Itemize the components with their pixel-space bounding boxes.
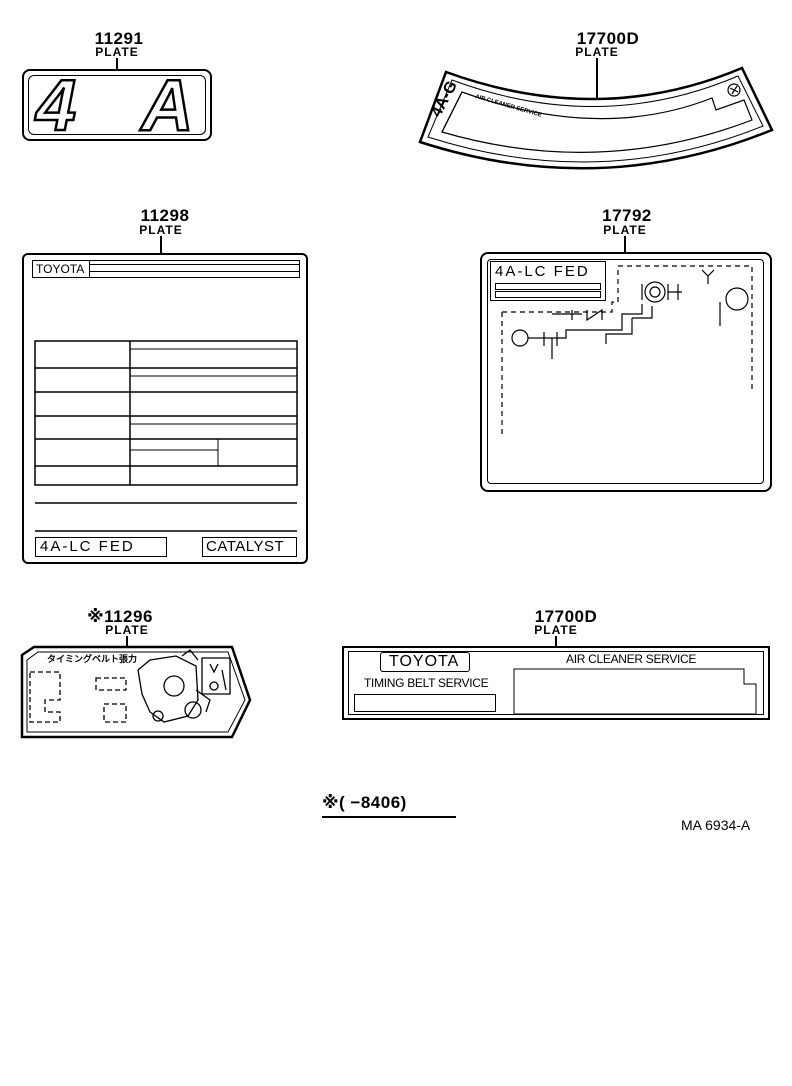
plate-17792: 4A-LC FED [480,252,772,492]
part-number-11296: ※11296 [87,607,153,626]
air-cleaner-service-label: AIR CLEANER SERVICE [566,652,697,666]
air-cleaner-service-field [513,668,757,715]
part-label-17700d-curved: PLATE [575,45,619,59]
plate-11298-engine-code: 4A-LC FED [40,538,135,555]
part-number-17700d-curved: 17700D [576,29,640,48]
footnote-underline [322,816,456,818]
leader-line-11291 [116,58,118,70]
header-divider [89,261,90,277]
timing-belt-service-label: TIMING BELT SERVICE [364,676,489,690]
plate-11298: TOYOTA 4A-LC FED CATALYST [22,253,308,564]
plate-11298-spec-table [34,340,298,532]
header-rule-top [90,264,299,265]
part-label-17700d-flat: PLATE [534,623,578,637]
part-number-17700d-flat: 17700D [534,607,598,626]
plate-17792-title-box: 4A-LC FED [490,261,606,301]
part-number-17792: 17792 [602,206,652,225]
plate-11298-catalyst-box: CATALYST [202,537,297,557]
timing-belt-service-field [354,694,496,712]
plate-17792-engine-code: 4A-LC FED [495,263,590,280]
plate-11298-engine-box: 4A-LC FED [35,537,167,557]
engine-badge-4a: 4 A [35,65,218,148]
leader-line-11296 [126,636,128,647]
part-label-17792: PLATE [603,223,647,237]
part-label-11298: PLATE [139,223,183,237]
drawing-reference-number: MA 6934-A [681,817,751,833]
leader-line-17700d-curved [596,58,598,106]
plate-11298-brand: TOYOTA [36,262,85,276]
leader-line-11298 [160,236,162,254]
part-number-11291: 11291 [94,29,144,48]
plate-17700d-flat: TOYOTA TIMING BELT SERVICE AIR CLEANER S… [342,646,770,720]
plate-17700d-flat-brand-box: TOYOTA [380,652,470,672]
plate-11298-catalyst-text: CATALYST [206,538,285,555]
leader-line-17792 [624,236,626,253]
plate-17700d-flat-brand: TOYOTA [389,653,460,670]
plate-17792-inner-border [487,259,764,484]
footnote-serial-range: ※( −8406) [322,793,407,812]
part-label-11296: PLATE [105,623,149,637]
plate-11291: 4 A [22,65,212,147]
title-bar-lower [495,291,601,298]
header-rule-bottom [90,271,299,272]
part-number-11298: 11298 [140,206,190,225]
part-label-11291: PLATE [95,45,139,59]
leader-line-17700d-flat [555,636,557,647]
title-bar-upper [495,283,601,290]
plate-11291-inner-border [28,75,206,135]
plate-17792-vacuum-diagram [501,265,753,434]
plate-11296-timing-belt-text: タイミングベルト張力 [47,654,138,664]
plate-11298-header-bar: TOYOTA [32,260,300,278]
